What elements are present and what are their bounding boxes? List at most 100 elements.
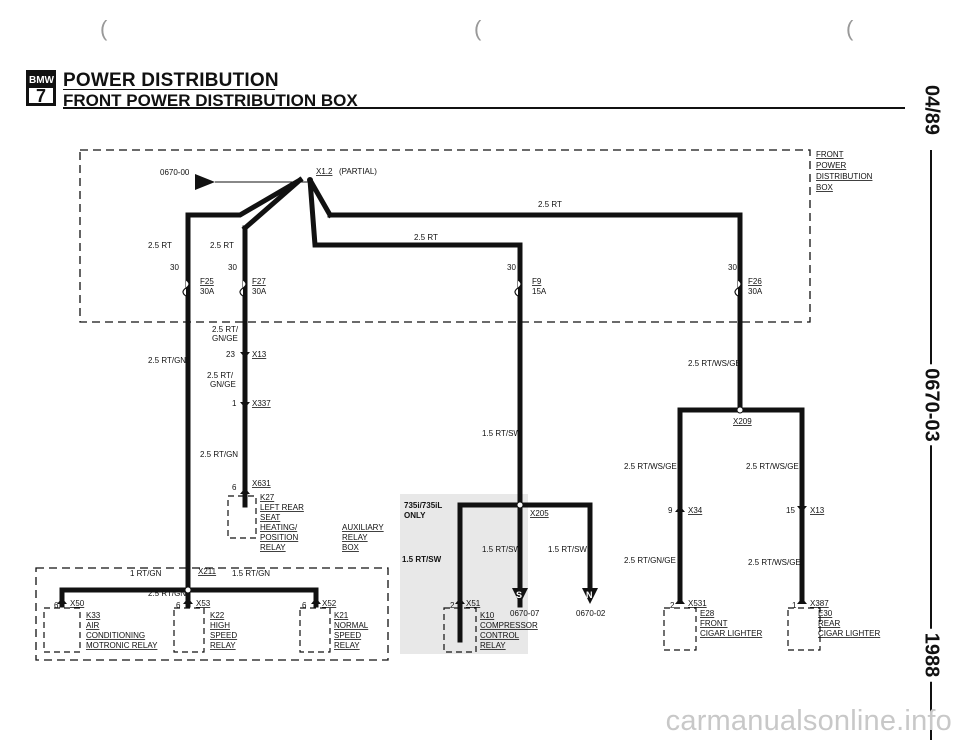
wire-label: 1 RT/GN <box>130 569 162 578</box>
relay-k33-label: K33 <box>86 611 101 620</box>
auxiliary-relay-box-outline <box>35 567 389 661</box>
bmw-logo-text: BMW <box>29 73 54 88</box>
wire-label: 2.5 RT/WS/GE <box>748 558 801 567</box>
relay-k27 <box>227 495 257 539</box>
fuse-f9 <box>514 279 522 297</box>
connector-n-label: N <box>586 590 593 600</box>
fuse-f9-rating: 15A <box>532 287 547 296</box>
pin-label: 6 <box>176 601 181 610</box>
box-label-line: FRONT <box>816 150 844 159</box>
relay-k27-label: RELAY <box>260 543 286 552</box>
binder-mark: ( <box>474 16 482 41</box>
aux-box-label: BOX <box>342 543 360 552</box>
connector-x337: X337 <box>252 399 271 408</box>
pin-label: 6 <box>302 601 307 610</box>
relay-k22-label: K22 <box>210 611 225 620</box>
pin-label: 30 <box>170 263 179 272</box>
pin-label: 1 <box>232 399 237 408</box>
pin-x337 <box>240 402 250 408</box>
relay-k33-label: AIR <box>86 621 100 630</box>
relay-k21-label: K21 <box>334 611 349 620</box>
pin-x631 <box>240 488 250 494</box>
lighter-e28-label: FRONT <box>700 619 728 628</box>
binder-mark: ( <box>100 16 108 41</box>
page-sidebar: 04/89 0670-03 1988 <box>905 55 957 745</box>
pin-x13-b <box>797 506 807 512</box>
wire-label: 2.5 RT/ <box>212 325 239 334</box>
connector-x13: X13 <box>252 350 267 359</box>
relay-k27-label: POSITION <box>260 533 298 542</box>
pin-label: 9 <box>668 506 673 515</box>
pin-label: 6 <box>54 601 59 610</box>
ref-0670-02: 0670-02 <box>576 609 606 618</box>
pin-label: 6 <box>232 483 237 492</box>
page-subtitle: FRONT POWER DISTRIBUTION BOX <box>63 91 358 110</box>
connector-arrow-0670-00 <box>195 174 215 190</box>
pin-label: 2 <box>670 601 675 610</box>
lighter-e28-label: E28 <box>700 609 715 618</box>
wire-label: 2.5 RT/GN/GE <box>624 556 676 565</box>
page-title: POWER DISTRIBUTION <box>63 70 279 91</box>
wire-f27-feed <box>241 176 304 232</box>
wire-label: GN/GE <box>212 334 238 343</box>
pin-label: 23 <box>226 350 235 359</box>
pin-label: 30 <box>228 263 237 272</box>
connector-s <box>512 588 528 604</box>
relay-k22-label: SPEED <box>210 631 237 640</box>
wire-label-left2: 2.5 RT <box>210 241 234 250</box>
wire-label: GN/GE <box>210 380 236 389</box>
model-shaded-area <box>400 494 528 654</box>
title-underline <box>63 89 275 90</box>
wire-label: 2.5 RT/GN <box>200 450 238 459</box>
relay-k21-label: NORMAL <box>334 621 369 630</box>
header-rule <box>63 107 905 109</box>
connector-x53: X53 <box>196 599 211 608</box>
pin-label: 30 <box>728 263 737 272</box>
connector-x12-partial: (PARTIAL) <box>339 167 377 176</box>
relay-k22-label: RELAY <box>210 641 236 650</box>
relay-k22-label: HIGH <box>210 621 230 630</box>
aux-box-label: RELAY <box>342 533 368 542</box>
fuse-f25-rating: 30A <box>200 287 215 296</box>
pin-x51 <box>455 598 465 604</box>
aux-box-label: AUXILIARY <box>342 523 384 532</box>
relay-k10-label: CONTROL <box>480 631 520 640</box>
lighter-e30-label: CIGAR LIGHTER <box>818 629 880 638</box>
ref-0670-00: 0670-00 <box>160 168 190 177</box>
pin-x13 <box>240 352 250 358</box>
relay-k22 <box>173 607 205 653</box>
lighter-e30-label: REAR <box>818 619 840 628</box>
connector-x12: X1.2 <box>316 167 333 176</box>
fuse-f27 <box>239 279 247 297</box>
relay-k10-label: COMPRESSOR <box>480 621 538 630</box>
distribution-box-outline <box>79 149 811 323</box>
relay-k33 <box>43 607 81 653</box>
relay-k27-label: HEATING/ <box>260 523 298 532</box>
connector-x205: X205 <box>530 509 549 518</box>
fuse-f25 <box>182 279 190 297</box>
connector-x34: X34 <box>688 506 703 515</box>
ref-0670-07: 0670-07 <box>510 609 540 618</box>
wire-label: 2.5 RT/GN <box>148 356 186 365</box>
wire-x205-left <box>457 502 523 643</box>
wire-label: 2.5 RT/WS/GE <box>688 359 741 368</box>
connector-x52: X52 <box>322 599 337 608</box>
model-note: ONLY <box>404 511 426 520</box>
wire-label: 1.5 RT/SW <box>482 545 521 554</box>
relay-k10-label: K10 <box>480 611 495 620</box>
lighter-e28 <box>663 607 697 651</box>
wire-label-left1: 2.5 RT <box>148 241 172 250</box>
fuse-f26 <box>734 279 742 297</box>
connector-s-label: S <box>516 590 522 600</box>
pin-x531 <box>675 598 685 604</box>
connector-x631: X631 <box>252 479 271 488</box>
connector-n <box>582 588 598 604</box>
box-label-line: POWER <box>816 161 846 170</box>
wire-f9 <box>307 178 523 608</box>
pin-label: 2 <box>450 601 455 610</box>
relay-k10-label: RELAY <box>480 641 506 650</box>
relay-k33-label: MOTRONIC RELAY <box>86 641 158 650</box>
fuse-f27-label: F27 <box>252 277 266 286</box>
wire-label: 1.5 RT/GN <box>232 569 270 578</box>
pin-label: 30 <box>507 263 516 272</box>
